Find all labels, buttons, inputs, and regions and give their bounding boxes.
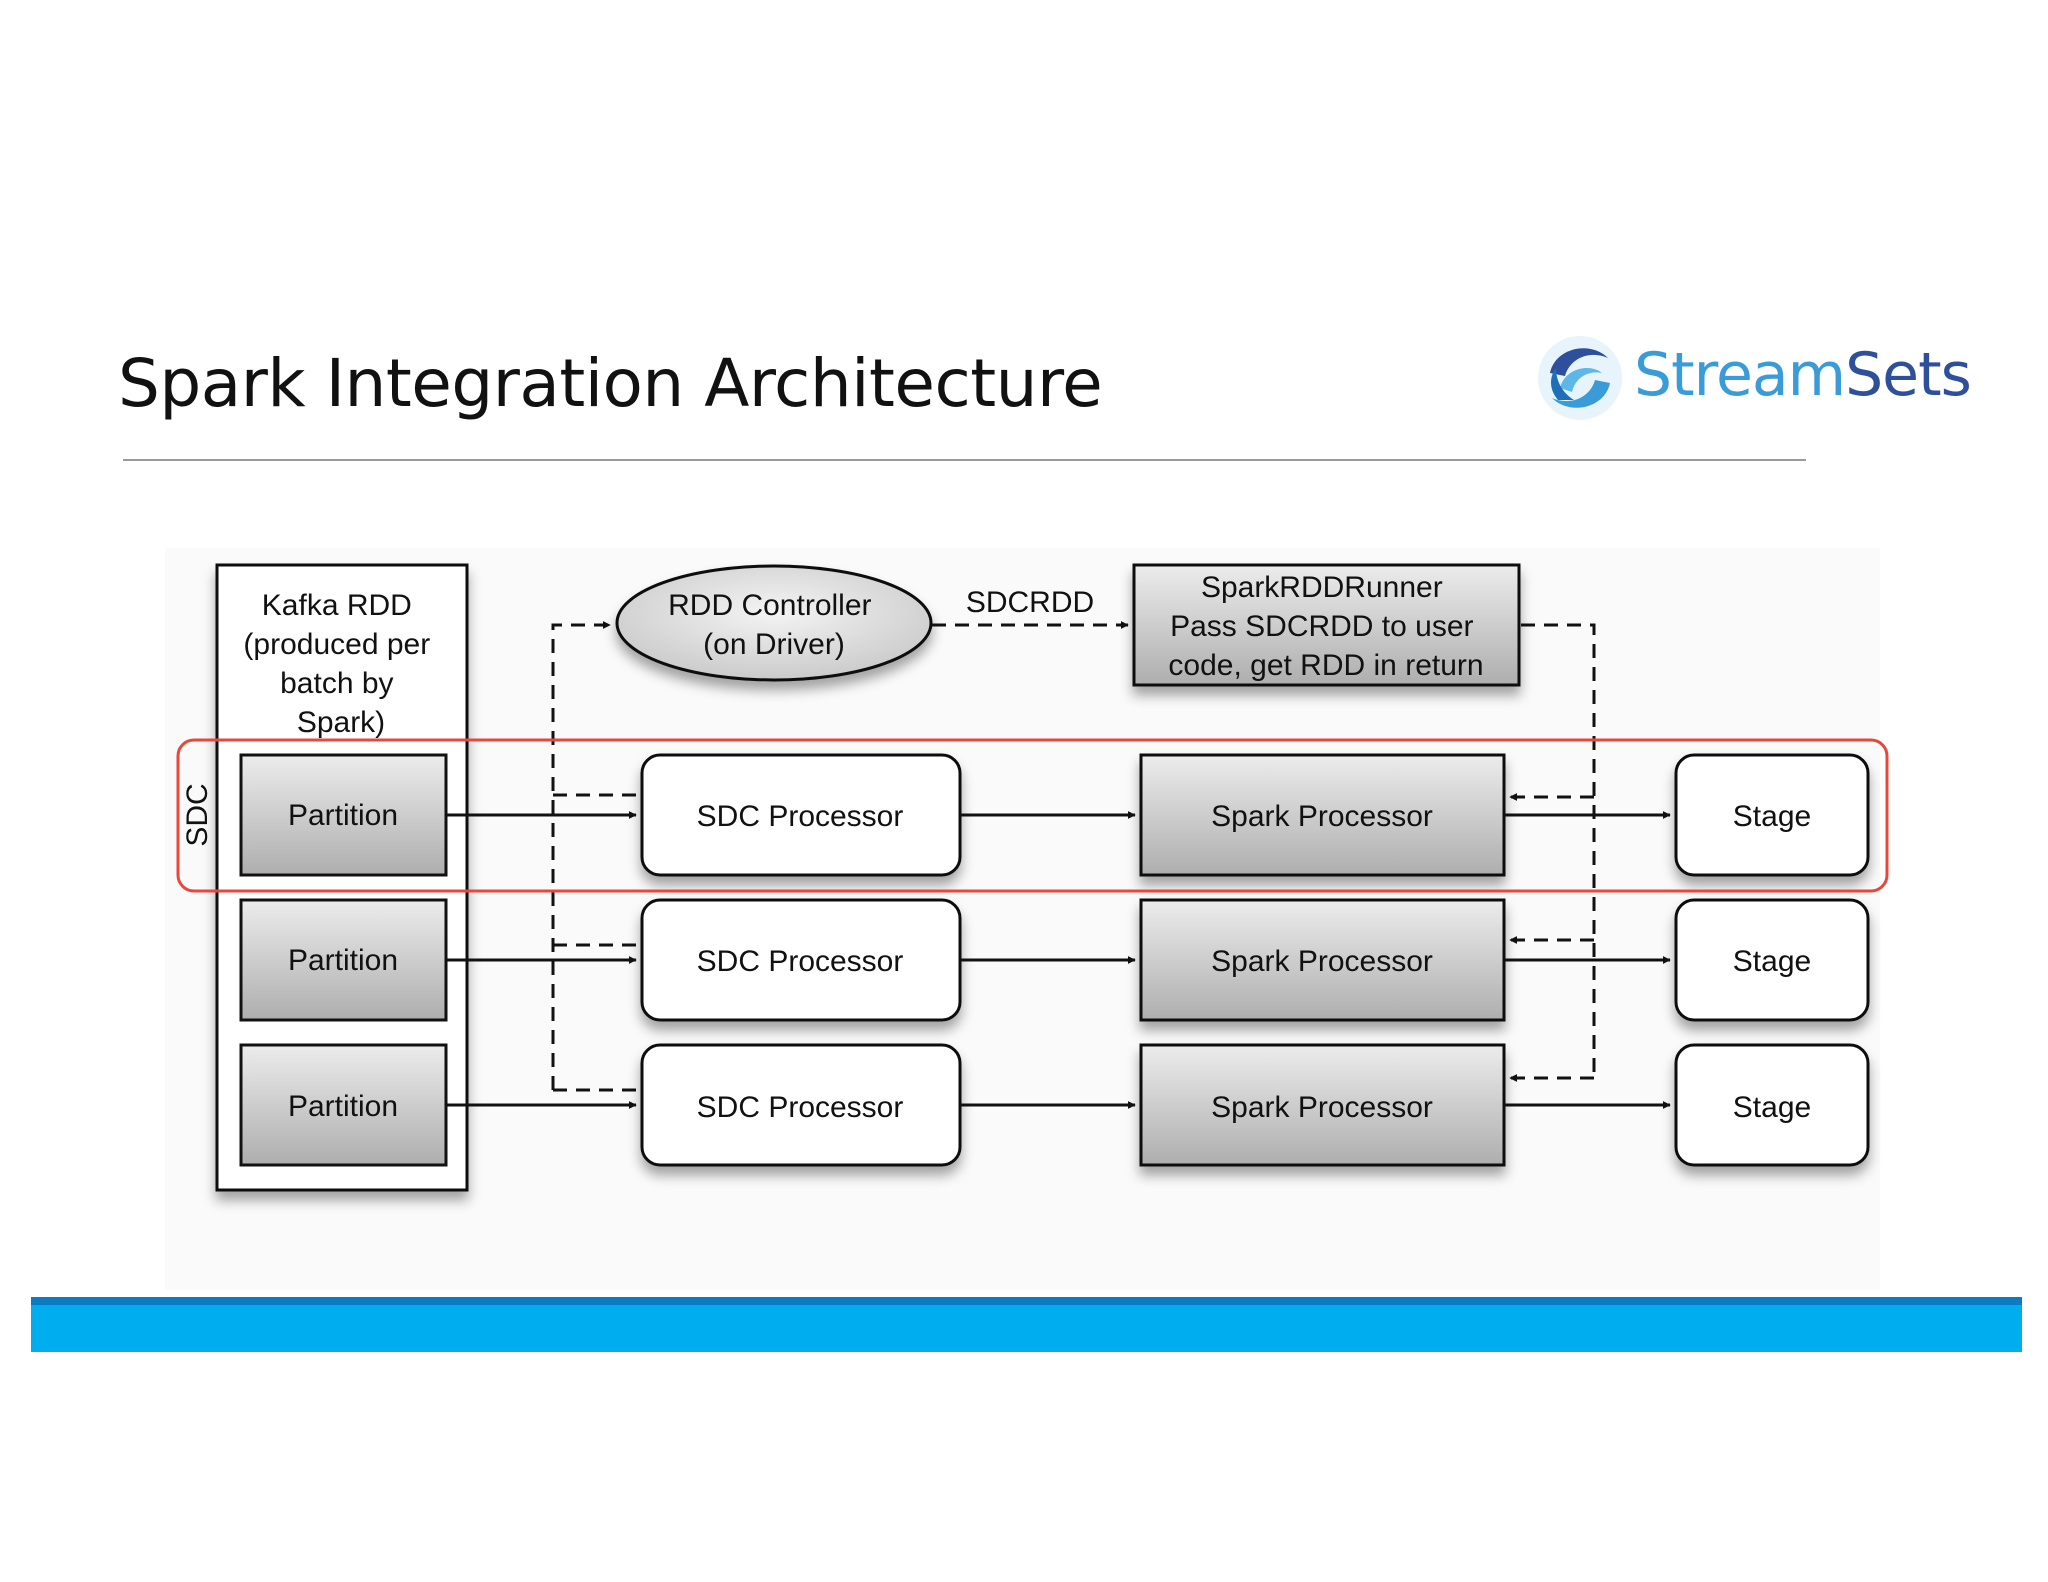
- kafka-line-3: batch by: [280, 667, 393, 700]
- sdc-group-label: SDC: [181, 783, 214, 846]
- spark-processor-label: Spark Processor: [1211, 800, 1433, 833]
- kafka-line-1: Kafka RDD: [262, 589, 412, 622]
- runner-line-1: SparkRDDRunner: [1201, 571, 1443, 604]
- logo-word-sets: Sets: [1845, 340, 1972, 410]
- spark-processor-box: [1139, 1043, 1506, 1167]
- sdc-processor-label: SDC Processor: [697, 945, 904, 978]
- spark-processor-box: [1139, 753, 1506, 877]
- title-divider: [123, 459, 1806, 461]
- partition-box: [239, 1043, 448, 1167]
- runner-line-2: Pass SDCRDD to user: [1170, 610, 1473, 643]
- kafka-line-2: (produced per: [243, 628, 430, 661]
- spark-rdd-runner-box: [1132, 563, 1521, 687]
- logo-wordmark: StreamSets: [1634, 340, 1972, 410]
- streamsets-swirl-icon: [1538, 336, 1622, 420]
- partition-label: Partition: [288, 944, 398, 977]
- kafka-line-4: Spark): [297, 706, 385, 739]
- footer-bar: [31, 1305, 2022, 1352]
- kafka-rdd-label: Kafka RDD (produced per batch by Spark): [243, 589, 438, 739]
- runner-dashed-trunk: [1521, 623, 1596, 1078]
- stage-box: [1674, 753, 1870, 877]
- spark-rdd-runner-label: SparkRDDRunner Pass SDCRDD to user code,…: [1168, 571, 1483, 682]
- partition-label: Partition: [288, 1090, 398, 1123]
- architecture-diagram: Kafka RDD (produced per batch by Spark) …: [176, 563, 1889, 1192]
- streamsets-logo: StreamSets: [1520, 318, 2020, 428]
- stage-box: [1674, 1043, 1870, 1167]
- spark-processor-label: Spark Processor: [1211, 1091, 1433, 1124]
- controller-line-2: (on Driver): [703, 628, 845, 661]
- partition-label: Partition: [288, 799, 398, 832]
- spark-processor-label: Spark Processor: [1211, 945, 1433, 978]
- stage-label: Stage: [1733, 800, 1811, 833]
- stage-label: Stage: [1733, 1091, 1811, 1124]
- controller-line-1: RDD Controller: [668, 589, 871, 622]
- spark-processor-box: [1139, 898, 1506, 1022]
- rdd-controller-ellipse: [615, 564, 933, 682]
- stage-label: Stage: [1733, 945, 1811, 978]
- sdcrdd-edge-label: SDCRDD: [966, 586, 1094, 619]
- footer-bar-accent: [31, 1297, 2022, 1305]
- rdd-controller-label: RDD Controller (on Driver): [668, 589, 880, 661]
- controller-dashed-trunk: [551, 621, 611, 1090]
- logo-word-stream: Stream: [1634, 340, 1846, 410]
- sdc-processor-label: SDC Processor: [697, 1091, 904, 1124]
- slide-title: Spark Integration Architecture: [118, 345, 1103, 422]
- sdc-processor-label: SDC Processor: [697, 800, 904, 833]
- stage-box: [1674, 898, 1870, 1022]
- runner-line-3: code, get RDD in return: [1168, 649, 1483, 682]
- sdc-highlight-frame: [176, 738, 1889, 893]
